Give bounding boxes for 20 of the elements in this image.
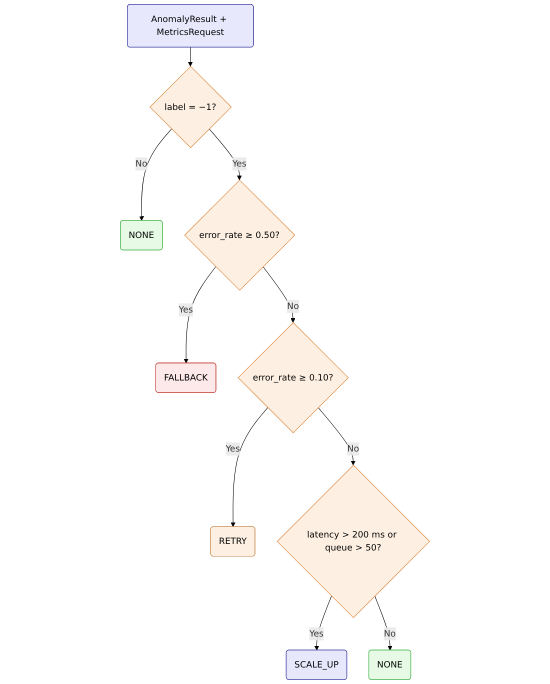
arrow [188,47,193,67]
node-diamond: error_rate ≥ 0.50? [184,180,296,291]
edge-label: No [135,158,148,169]
arrow [314,596,332,650]
node-diamond: error_rate ≥ 0.10? [238,322,349,434]
edge-label: Yes [178,304,193,315]
arrow [318,407,356,466]
edge-label: No [384,628,396,639]
arrow [139,128,172,221]
edge-label: No [287,300,299,312]
arrow [374,596,392,650]
node-diamond: label = −1? [150,66,232,148]
edge-label: Yes [232,158,246,169]
edge-label: Yes [226,444,240,454]
arrow [230,407,268,528]
arrow [184,266,216,364]
edge-label: No [347,444,360,454]
edge-label: Yes [309,628,324,639]
arrow [208,128,242,180]
node-diamond: latency > 200 ms or queue > 50? [276,464,430,618]
